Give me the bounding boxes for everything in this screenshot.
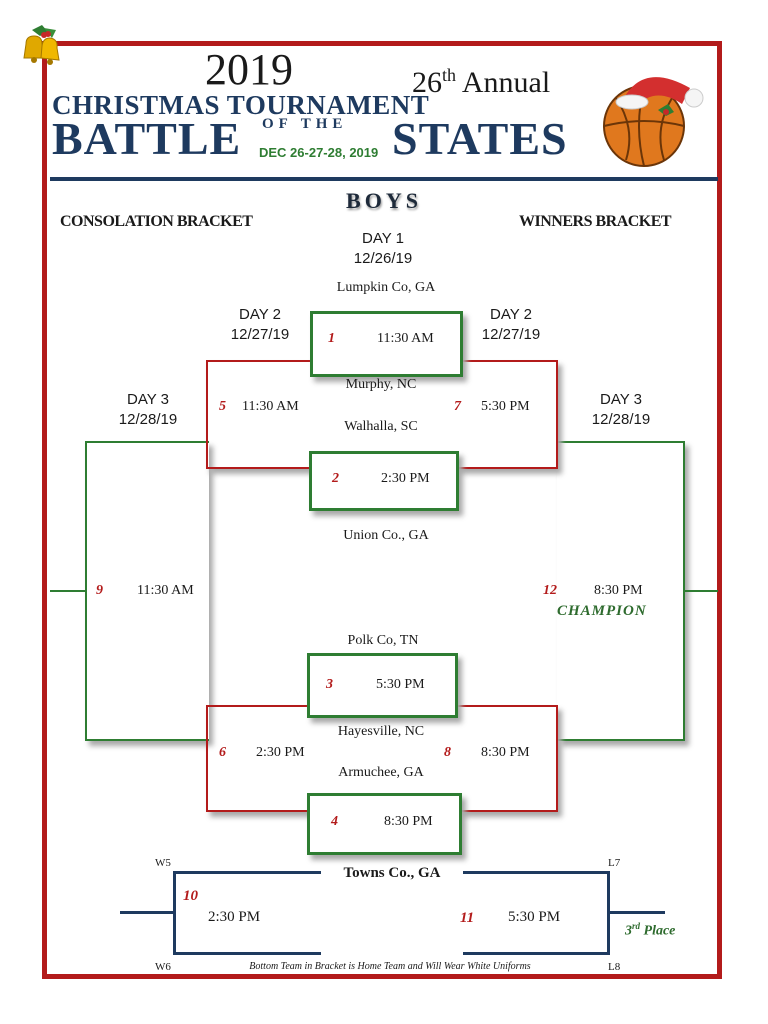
team-polk: Polk Co, TN (347, 633, 419, 648)
game1-box (310, 311, 463, 377)
team-murphy: Murphy, NC (345, 377, 417, 392)
of-the-title: OF THE (262, 116, 348, 132)
game11-number: 11 (460, 910, 475, 926)
tournament-year: 2019 (205, 45, 293, 94)
game11-top-line (463, 871, 610, 874)
states-title: STATES (392, 113, 568, 164)
champion-label: CHAMPION (557, 603, 647, 619)
game10-exit-line (120, 911, 175, 914)
game6-time: 2:30 PM (256, 745, 305, 760)
annual-label: 26th Annual (412, 65, 551, 99)
game2-time: 2:30 PM (381, 471, 430, 486)
footer-note: Bottom Team in Bracket is Home Team and … (249, 961, 531, 972)
game10-top-line (173, 871, 321, 874)
third-place-label: 3rd Place (625, 921, 676, 939)
game3-box (307, 653, 458, 718)
game2-box (309, 451, 459, 511)
game12-time: 8:30 PM (594, 583, 643, 598)
game8-time: 8:30 PM (481, 745, 530, 760)
team-lumpkin: Lumpkin Co, GA (336, 280, 436, 295)
game7-number: 7 (454, 399, 461, 414)
game12-exit-line (685, 590, 718, 592)
team-hayesville: Hayesville, NC (337, 724, 425, 739)
game12-number: 12 (543, 583, 557, 598)
team-walhalla: Walhalla, SC (344, 419, 418, 434)
marker-l8: L8 (608, 961, 621, 973)
game1-number: 1 (328, 331, 335, 346)
game3-number: 3 (326, 677, 333, 692)
game8-number: 8 (444, 745, 451, 760)
game5-number: 5 (219, 399, 226, 414)
christmas-tournament-title: CHRISTMAS TOURNAMENT (52, 90, 430, 120)
game11-time: 5:30 PM (508, 909, 561, 925)
game4-time: 8:30 PM (384, 814, 433, 829)
game10-bottom-line (173, 952, 321, 955)
consolation-bracket-label: CONSOLATION BRACKET (60, 213, 253, 230)
game3-time: 5:30 PM (376, 677, 425, 692)
division-title: BOYS (346, 188, 422, 213)
game7-time: 5:30 PM (481, 399, 530, 414)
tournament-dates: DEC 26-27-28, 2019 (259, 145, 379, 160)
marker-l7: L7 (608, 857, 621, 869)
game4-number: 4 (331, 814, 338, 829)
game10-number: 10 (183, 888, 198, 904)
game9-exit-line (50, 590, 86, 592)
game11-exit-line (607, 911, 665, 914)
team-armuchee: Armuchee, GA (338, 765, 424, 780)
marker-w5: W5 (155, 857, 171, 869)
battle-title: BATTLE (52, 113, 242, 164)
winners-bracket-label: WINNERS BRACKET (519, 213, 672, 230)
game11-bottom-line (463, 952, 610, 955)
game6-number: 6 (219, 745, 226, 760)
team-towns: Towns Co., GA (343, 865, 441, 881)
game9-time: 11:30 AM (137, 583, 194, 598)
game10-time: 2:30 PM (208, 909, 261, 925)
page-border (42, 41, 722, 979)
game5-time: 11:30 AM (242, 399, 299, 414)
game9-number: 9 (96, 583, 103, 598)
christmas-bells-icon (23, 25, 60, 65)
game2-number: 2 (332, 471, 339, 486)
game4-box (307, 793, 462, 855)
game9-bracket-line (85, 441, 209, 741)
team-union: Union Co., GA (343, 528, 429, 543)
header-divider (50, 177, 718, 181)
game12-bracket-line (557, 441, 685, 741)
marker-w6: W6 (155, 961, 171, 973)
basketball-santa-hat-icon (603, 77, 704, 167)
game1-time: 11:30 AM (377, 331, 434, 346)
